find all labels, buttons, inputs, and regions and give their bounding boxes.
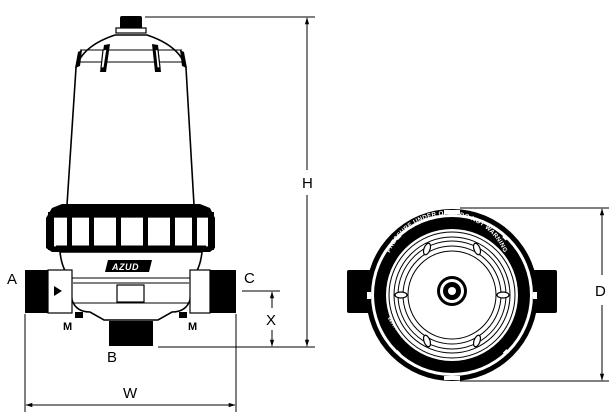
center-knob [437, 276, 467, 306]
label-offset: X [266, 312, 276, 329]
top-knob [120, 16, 142, 29]
label-diameter: D [595, 283, 606, 300]
ring-tabs [367, 210, 537, 380]
outlet-pipe-body [189, 269, 211, 314]
dimension-width: W [24, 314, 237, 412]
housing-grips [75, 44, 187, 72]
housing-grip-bumps [394, 242, 510, 348]
drain-thread [109, 321, 153, 346]
label-inlet: A [7, 271, 17, 288]
top-view: PRESSURE UNDER OPEN DO NOT WARNING WARNI… [347, 207, 609, 382]
label-drain: B [107, 349, 117, 366]
housing-band [78, 49, 184, 63]
label-mount-left: M [63, 321, 72, 333]
label-mount-right: M [188, 321, 197, 333]
indicator-window [116, 284, 145, 303]
dimension-offset: X [242, 290, 280, 347]
label-outlet: C [244, 270, 255, 287]
label-height: H [302, 175, 313, 192]
outlet-thread [210, 270, 236, 313]
mount-foot-right [179, 312, 187, 318]
flow-arrow-icon [54, 286, 62, 296]
inlet-thread [25, 270, 48, 313]
brand-logo: AZUD [105, 260, 152, 272]
filter-housing [66, 34, 195, 206]
dimension-diameter: D [460, 207, 609, 382]
label-width: W [123, 385, 138, 402]
logo-text: AZUD [111, 262, 139, 272]
top-knob-base [115, 27, 147, 34]
front-view: AZUD A C B M M H [7, 16, 315, 412]
mount-foot-left [75, 312, 83, 318]
clamp-ring [46, 204, 215, 252]
